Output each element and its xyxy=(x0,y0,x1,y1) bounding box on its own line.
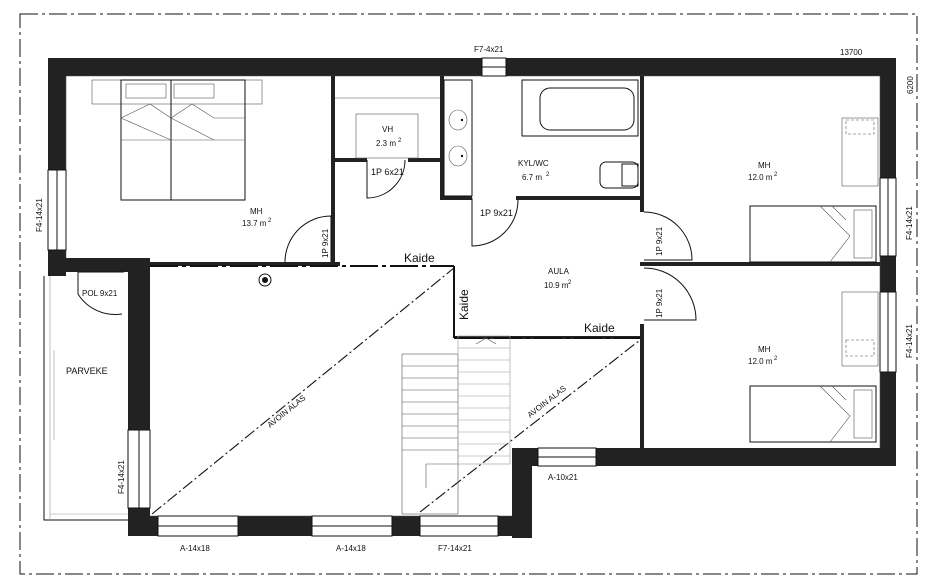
window-label-right-bottom: F4-14x21 xyxy=(905,324,914,358)
room-area-sup-bedroom-left: 2 xyxy=(268,218,272,224)
room-area-bedroom-right-top: 12.0 m xyxy=(748,173,773,182)
bed-right-top xyxy=(749,117,879,263)
staircase xyxy=(401,335,511,515)
room-area-hall: 10.9 m xyxy=(544,281,569,290)
svg-text:1P 6x21: 1P 6x21 xyxy=(371,167,404,177)
right-bottom-door: 1P 9x21 xyxy=(643,267,697,321)
ceiling-vent-icon xyxy=(258,273,272,287)
vh-door: 1P 6x21 xyxy=(366,159,406,199)
window-label-left-top: F4-14x21 xyxy=(35,198,44,232)
dimension-width: 13700 xyxy=(840,48,863,57)
room-area-bedroom-left: 13.7 m xyxy=(242,219,267,228)
dimension-height: 6200 xyxy=(906,76,915,94)
open-below-label-1: AVOIN ALAS xyxy=(266,393,308,429)
room-area-sup-hall: 2 xyxy=(568,280,572,286)
exterior-walls xyxy=(48,58,896,538)
window-label-right-top: F4-14x21 xyxy=(905,206,914,240)
window-label-bottom-2: A-14x18 xyxy=(336,544,366,553)
window-label-stair: A-10x21 xyxy=(548,473,578,482)
room-name-bath: KYL/WC xyxy=(518,159,549,168)
room-name-bedroom-left: MH xyxy=(250,207,263,216)
window-label-top: F7-4x21 xyxy=(474,45,504,54)
room-area-bath: 6.7 m xyxy=(522,173,542,182)
balcony-label: PARVEKE xyxy=(66,366,108,376)
bedroom-left-door: 1P 9x21 xyxy=(284,215,332,263)
bathroom-fixtures xyxy=(443,79,639,197)
svg-text:1P 9x21: 1P 9x21 xyxy=(480,208,513,218)
room-area-vh: 2.3 m xyxy=(376,139,396,148)
svg-text:1P 9x21: 1P 9x21 xyxy=(321,228,330,258)
balcony-door-label: POL 9x21 xyxy=(82,289,118,298)
room-name-bedroom-right-bottom: MH xyxy=(758,345,771,354)
sheet-frame xyxy=(19,13,918,575)
window-label-left-bottom: F4-14x21 xyxy=(117,460,126,494)
open-below-lines xyxy=(151,267,641,515)
right-top-door: 1P 9x21 xyxy=(643,211,693,261)
vh-closet-lines xyxy=(335,97,440,159)
svg-text:1P 9x21: 1P 9x21 xyxy=(655,226,664,256)
railing-label-bottom: Kaide xyxy=(584,321,615,335)
windows xyxy=(47,57,897,537)
room-name-bedroom-right-top: MH xyxy=(758,161,771,170)
railings xyxy=(150,265,640,339)
svg-text:1P 9x21: 1P 9x21 xyxy=(655,288,664,318)
open-below-label-2: AVOIN ALAS xyxy=(526,384,568,420)
double-bed xyxy=(91,79,263,201)
room-area-sup-vh: 2 xyxy=(398,138,402,144)
room-area-sup-bath: 2 xyxy=(546,172,550,178)
room-name-hall: AULA xyxy=(548,267,570,276)
balcony: PARVEKE POL 9x21 xyxy=(43,271,128,521)
room-name-vh: VH xyxy=(382,125,393,134)
bath-door: 1P 9x21 xyxy=(471,198,519,247)
room-area-sup-bedroom-right-top: 2 xyxy=(774,172,778,178)
room-area-bedroom-right-bottom: 12.0 m xyxy=(748,357,773,366)
room-area-sup-bedroom-right-bottom: 2 xyxy=(774,356,778,362)
railing-label-vertical: Kaide xyxy=(457,289,471,320)
window-label-bottom-1: A-14x18 xyxy=(180,544,210,553)
window-label-bottom-3: F7-14x21 xyxy=(438,544,472,553)
railing-label-top: Kaide xyxy=(404,251,435,265)
bed-right-bottom xyxy=(749,291,879,443)
